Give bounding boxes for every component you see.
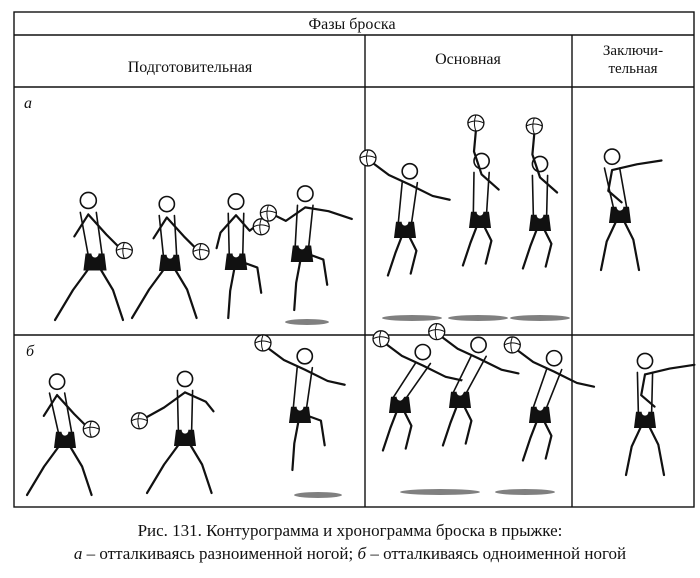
- handball-icon: [254, 334, 272, 352]
- handball-icon: [115, 241, 133, 260]
- player-jumping-icon: [428, 322, 520, 447]
- handball-icon: [359, 149, 377, 167]
- row-label-a: а: [24, 95, 32, 112]
- player-stepping-icon: [130, 370, 215, 495]
- throw-phases-diagram: Фазы броска Подготовительная Основная За…: [13, 11, 696, 508]
- handball-icon: [130, 412, 149, 430]
- handball-icon: [192, 242, 210, 261]
- figure-caption-line2: а – отталкиваясь разноименной ногой; б –…: [0, 543, 700, 565]
- player-jumping-icon: [372, 330, 464, 452]
- player-jumping-icon: [503, 336, 596, 462]
- caption-text-b: – отталкиваясь одноименной ногой: [366, 544, 627, 563]
- row-label-b: б: [26, 343, 35, 360]
- ground-shadow: [382, 315, 442, 321]
- table-border: [13, 11, 695, 508]
- handball-icon: [428, 322, 446, 341]
- header-title: Фазы броска: [308, 16, 395, 33]
- phase-label-preparatory: Подготовительная: [128, 59, 253, 76]
- caption-letter-b: б: [357, 544, 367, 563]
- player-landing-icon: [599, 148, 663, 272]
- player-takeoff-icon: [254, 334, 346, 472]
- handball-icon: [503, 336, 521, 354]
- player-running-icon: [130, 195, 210, 320]
- ground-shadow: [510, 315, 570, 321]
- player-running-icon: [53, 191, 133, 322]
- ground-shadow: [294, 492, 342, 498]
- ground-shadow: [400, 489, 480, 495]
- table-text: Фазы броска Подготовительная Основная За…: [24, 16, 663, 360]
- player-figures: [25, 114, 696, 497]
- handball-icon: [259, 204, 278, 222]
- caption-letter-a: а: [73, 544, 83, 563]
- player-landing-icon: [624, 352, 696, 477]
- phase-label-main: Основная: [435, 51, 501, 68]
- table-grid: [13, 11, 695, 508]
- ground-shadow: [285, 319, 329, 325]
- figure-caption-line1: Рис. 131. Контурограмма и хронограмма бр…: [137, 521, 563, 540]
- handball-icon: [252, 218, 270, 236]
- phase-label-final-line1: Заключи-: [603, 43, 663, 59]
- handball-icon: [525, 117, 543, 135]
- player-takeoff-icon: [259, 185, 353, 312]
- player-running-icon: [25, 373, 100, 497]
- player-jumping-icon: [521, 117, 559, 270]
- phase-label-final-line2: тельная: [608, 61, 657, 77]
- ground-shadow: [495, 489, 555, 495]
- player-jumping-icon: [461, 114, 500, 267]
- player-jumping-icon: [359, 149, 451, 277]
- ground-shadows: [285, 315, 570, 498]
- handball-icon: [372, 330, 390, 348]
- handball-icon: [82, 420, 100, 438]
- handball-icon: [467, 114, 485, 132]
- player-stepping-icon: [215, 193, 270, 320]
- caption-text-a: – отталкиваясь разноименной ногой;: [82, 544, 358, 563]
- ground-shadow: [448, 315, 508, 321]
